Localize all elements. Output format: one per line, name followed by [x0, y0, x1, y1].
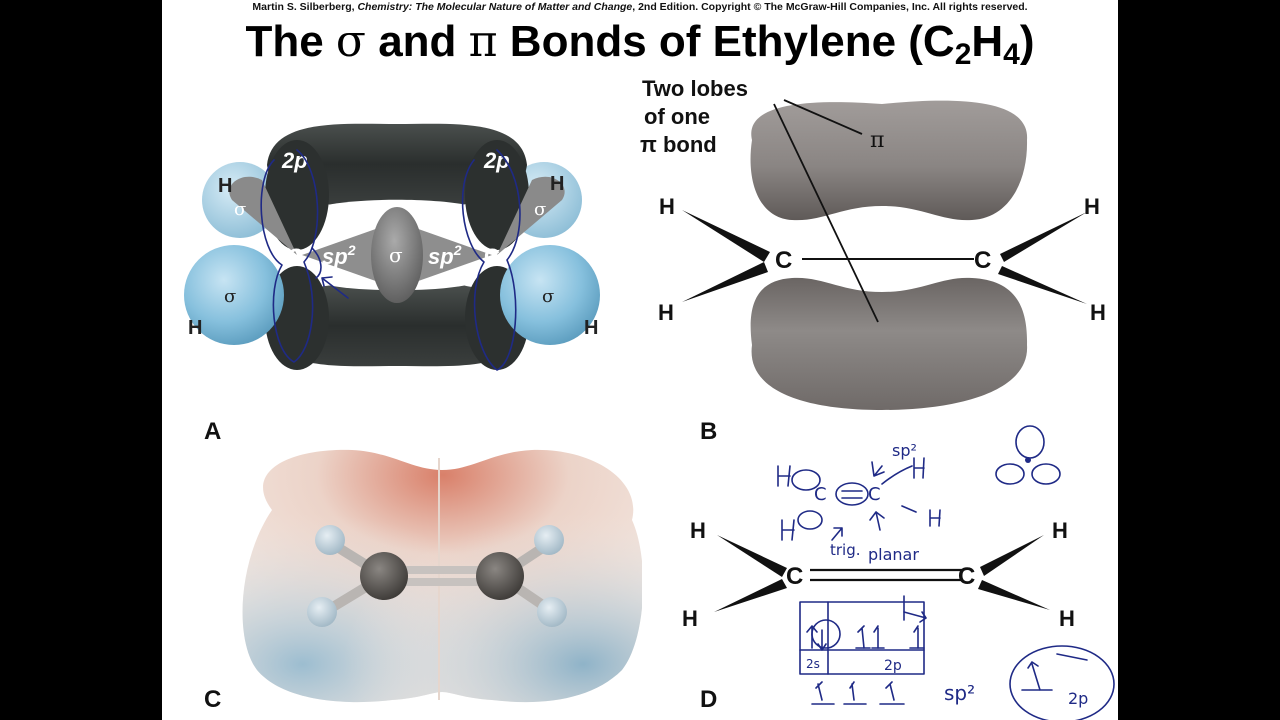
d-wedge-br [978, 580, 1050, 610]
callout-leader-lower [773, 103, 879, 323]
hydrogen-ball-br [537, 597, 567, 627]
panel-d-h-bl: H [682, 606, 698, 631]
panel-label-c: C [204, 686, 222, 713]
panel-b-h-br: H [1090, 300, 1106, 325]
svg-text:C: C [814, 484, 827, 505]
label-h-top-left: H [218, 175, 232, 197]
label-carbon-right: C [484, 244, 500, 269]
ink-trig: trig. [830, 541, 861, 559]
carbon-ball-right [476, 552, 524, 600]
panel-d-carbon-right: C [958, 563, 975, 590]
label-carbon-left: C [288, 244, 304, 269]
hydrogen-ball-tl [315, 525, 345, 555]
ink-orbital-diagram: 2s 2p sp² 2p [799, 595, 1115, 720]
ink-circled-2p: 2p [1068, 689, 1088, 708]
bond-wedge-tl [682, 210, 770, 262]
panel-d-carbon-left: C [786, 563, 803, 590]
label-sigma-top-right: σ [534, 199, 546, 220]
d-wedge-bl [714, 579, 787, 612]
panel-b-pi-bond-diagram: C C H H H H Two lobes of one π bond π [640, 76, 1106, 410]
credit-book: Chemistry: The Molecular Nature of Matte… [357, 1, 633, 13]
ink-sp2-orbital-sketch [995, 425, 1061, 485]
ink-arrow-sp2 [311, 247, 349, 299]
panel-b-h-tr: H [1084, 194, 1100, 219]
ink-box-2p: 2p [884, 658, 902, 674]
bond-wedge-br [998, 266, 1087, 304]
label-h-top-right: H [550, 173, 564, 195]
callout-line-1: Two lobes [642, 76, 748, 101]
sigma-ch-top-left [229, 176, 297, 255]
panel-c-electrostatic-map [242, 449, 642, 703]
sigma-cc-globe [371, 207, 423, 303]
hydrogen-sphere-bottom-left [184, 245, 284, 345]
label-sigma-cc: σ [389, 243, 403, 267]
callout-leader-upper [783, 99, 863, 135]
page-title: The σ and π Bonds of Ethylene (C2H4) [245, 16, 1035, 71]
label-h-bottom-left: H [188, 317, 202, 339]
hydrogen-sphere-bottom-right [500, 245, 600, 345]
panel-b-h-tl: H [659, 194, 675, 219]
panel-d-h-tr: H [1052, 518, 1068, 543]
d-wedge-tr [980, 535, 1044, 576]
credit-author: Martin S. Silberberg, [252, 1, 358, 13]
title-sigma: σ [335, 16, 366, 67]
pi-lobe-label: π [870, 128, 884, 153]
label-h-bottom-right: H [584, 317, 598, 339]
label-2p-left: 2p [281, 148, 308, 173]
panel-label-b: B [700, 418, 718, 445]
pi-lobe-upper [750, 100, 1028, 221]
panel-a-orbital-diagram: 2p 2p sp2 sp2 σ σ σ σ σ C C H H H H [184, 123, 600, 371]
credit-edition: , 2nd Edition. Copyright © The McGraw-Hi… [632, 1, 1028, 13]
title-pi: π [468, 16, 498, 67]
sigma-ch-top-right [497, 176, 565, 255]
pi-lobe-bottom [267, 285, 527, 367]
label-sigma-bottom-left: σ [224, 286, 236, 307]
bond-wedge-tr [1000, 212, 1087, 262]
sp2-cone-right [407, 225, 492, 285]
label-sigma-bottom-right: σ [542, 286, 554, 307]
panel-b-carbon-right: C [974, 247, 991, 274]
ink-planar: planar [868, 545, 919, 564]
ink-sp2-bottom: sp² [944, 681, 975, 705]
ink-box-2s: 2s [806, 657, 820, 671]
callout-line-3: π bond [640, 132, 717, 157]
d-wedge-tl [717, 535, 787, 577]
hydrogen-ball-bl [307, 597, 337, 627]
panel-b-h-bl: H [658, 300, 674, 325]
svg-text:C: C [868, 484, 881, 505]
panel-d-h-br: H [1059, 606, 1075, 631]
panel-d-structural-formula: C C H H H H C C sp² trig. planar [682, 425, 1115, 720]
ink-outline-left-p [260, 149, 319, 363]
ink-mini-structure: C C sp² trig. planar [777, 441, 941, 564]
pi-lobe-top [267, 123, 527, 205]
label-sp2-left: sp2 [322, 242, 356, 269]
panel-b-carbon-left: C [775, 247, 792, 274]
slide: Martin S. Silberberg, Chemistry: The Mol… [162, 0, 1118, 720]
hydrogen-ball-tr [534, 525, 564, 555]
pi-lobe-lower [750, 277, 1028, 410]
label-sp2-right: sp2 [428, 242, 462, 269]
panel-d-h-tl: H [690, 518, 706, 543]
bond-wedge-bl [682, 262, 768, 302]
panel-label-d: D [700, 686, 718, 713]
ink-sp2-top: sp² [892, 441, 917, 460]
copyright-credit: Martin S. Silberberg, Chemistry: The Mol… [162, 0, 1118, 14]
callout-line-2: of one [644, 104, 710, 129]
panel-label-a: A [204, 418, 222, 445]
carbon-ball-left [360, 552, 408, 600]
label-sigma-top-left: σ [234, 199, 246, 220]
sp2-cone-left [302, 225, 387, 285]
ink-outline-right-p [461, 149, 521, 371]
